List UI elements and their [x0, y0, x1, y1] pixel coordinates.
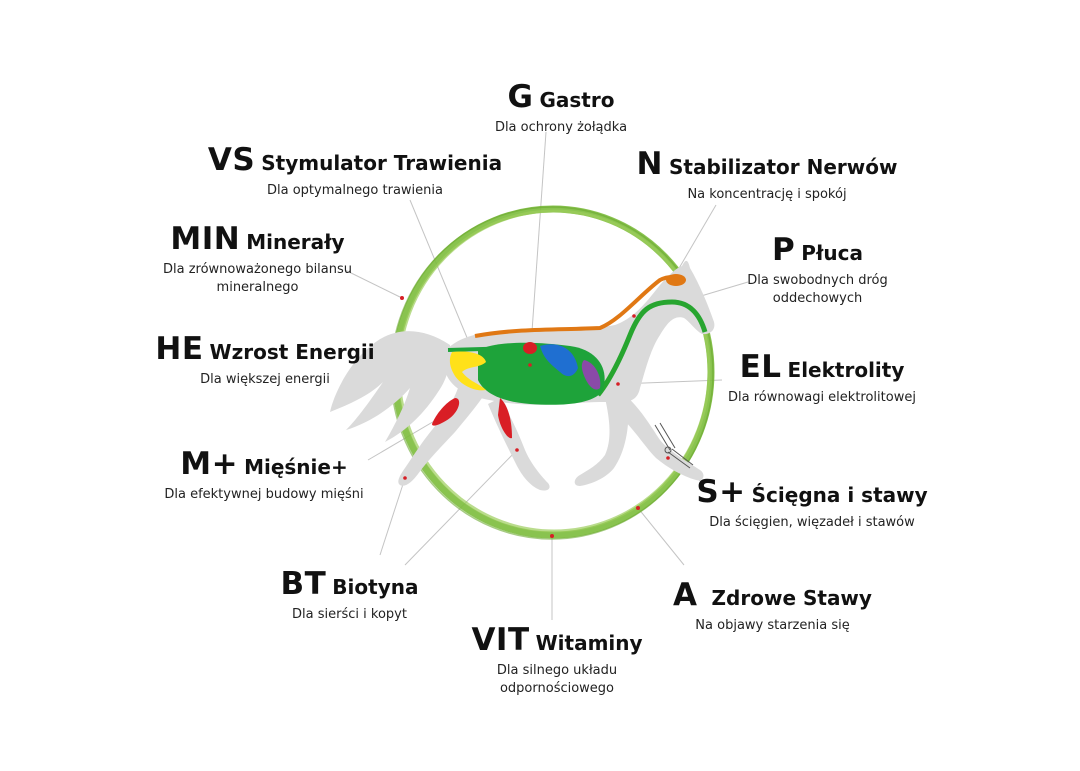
horse-front-leg-1	[622, 395, 704, 481]
dot-bt	[515, 448, 519, 452]
joint-sketch	[654, 422, 694, 469]
desc-p: Dla swobodnych dróg oddechowych	[747, 272, 888, 306]
desc-bt: Dla sierści i kopyt	[292, 606, 407, 622]
dot-splus	[666, 456, 670, 460]
muscle-hind	[432, 398, 460, 426]
label-miesnie: M+Mięśnie+ Dla efektywnej budowy mięśni	[148, 446, 380, 504]
intestine-tube	[447, 346, 521, 352]
code-splus: S+	[696, 474, 746, 510]
horse-hind-leg-2	[398, 388, 482, 486]
desc-n: Na koncentrację i spokój	[687, 186, 847, 202]
name-splus: Ścięgna i stawy	[751, 483, 928, 507]
code-a: A	[673, 577, 698, 613]
leader-bt	[379, 477, 406, 556]
name-n: Stabilizator Nerwów	[668, 155, 898, 179]
organs	[432, 274, 708, 469]
leader-min	[344, 269, 403, 299]
dot-p	[632, 314, 636, 318]
code-mplus: M+	[180, 446, 239, 482]
dot-mplus	[446, 411, 450, 415]
code-p: P	[772, 232, 796, 268]
name-bt: Biotyna	[332, 575, 419, 599]
dot-gastro	[528, 363, 532, 367]
leader-a	[637, 507, 685, 566]
code-vit: VIT	[471, 622, 530, 658]
desc-mplus: Dla efektywnej budowy mięśni	[164, 486, 364, 502]
name-g: Gastro	[539, 88, 615, 112]
name-a: Zdrowe Stawy	[711, 586, 872, 610]
name-min: Minerały	[246, 230, 345, 254]
dot-min	[400, 296, 404, 300]
desc-vs: Dla optymalnego trawienia	[266, 182, 443, 198]
name-vit: Witaminy	[535, 631, 643, 655]
code-n: N	[636, 146, 663, 182]
code-bt: BT	[280, 566, 327, 602]
label-zdrowe-stawy: A Zdrowe Stawy Na objawy starzenia się	[660, 577, 885, 635]
name-el: Elektrolity	[787, 358, 905, 382]
name-vs: Stymulator Trawienia	[261, 151, 503, 175]
code-min: MIN	[170, 221, 241, 257]
desc-splus: Dla ścięgien, więzadeł i stawów	[709, 514, 915, 530]
leader-n	[677, 204, 717, 271]
kidney	[581, 360, 601, 390]
marker-dots	[400, 296, 670, 538]
horse-front-leg-2	[574, 398, 629, 486]
leader-vs	[409, 199, 469, 341]
code-g: G	[507, 79, 534, 115]
dot-a	[636, 506, 640, 510]
desc-min: Dla zrównoważonego bilansu mineralnego	[162, 261, 353, 295]
horse-hind-leg-1	[488, 398, 550, 491]
desc-el: Dla równowagi elektrolitowej	[728, 389, 916, 405]
dot-el	[616, 382, 620, 386]
code-vs: VS	[207, 142, 256, 178]
dot-vit	[550, 534, 554, 538]
stomach	[540, 344, 578, 377]
brain	[666, 274, 686, 286]
desc-vit: Dla silnego układu odpornościowego	[496, 662, 618, 696]
code-he: HE	[155, 331, 204, 367]
code-el: EL	[739, 349, 782, 385]
desc-he: Dla większej energii	[200, 371, 330, 387]
muscle-thigh	[498, 398, 512, 439]
label-sciegna-i-stawy: S+Ścięgna i stawy Dla ścięgien, więzadeł…	[692, 474, 932, 532]
dot-bt2	[403, 476, 407, 480]
desc-g: Dla ochrony żołądka	[494, 119, 628, 135]
lung-trachea	[596, 299, 708, 397]
desc-a: Na objawy starzenia się	[695, 617, 850, 633]
liver	[449, 351, 486, 391]
horse-tail	[330, 331, 451, 442]
name-p: Płuca	[801, 241, 863, 265]
heart	[523, 342, 537, 354]
leader-g	[529, 131, 547, 361]
name-mplus: Mięśnie+	[244, 455, 348, 479]
name-he: Wzrost Energii	[209, 340, 375, 364]
